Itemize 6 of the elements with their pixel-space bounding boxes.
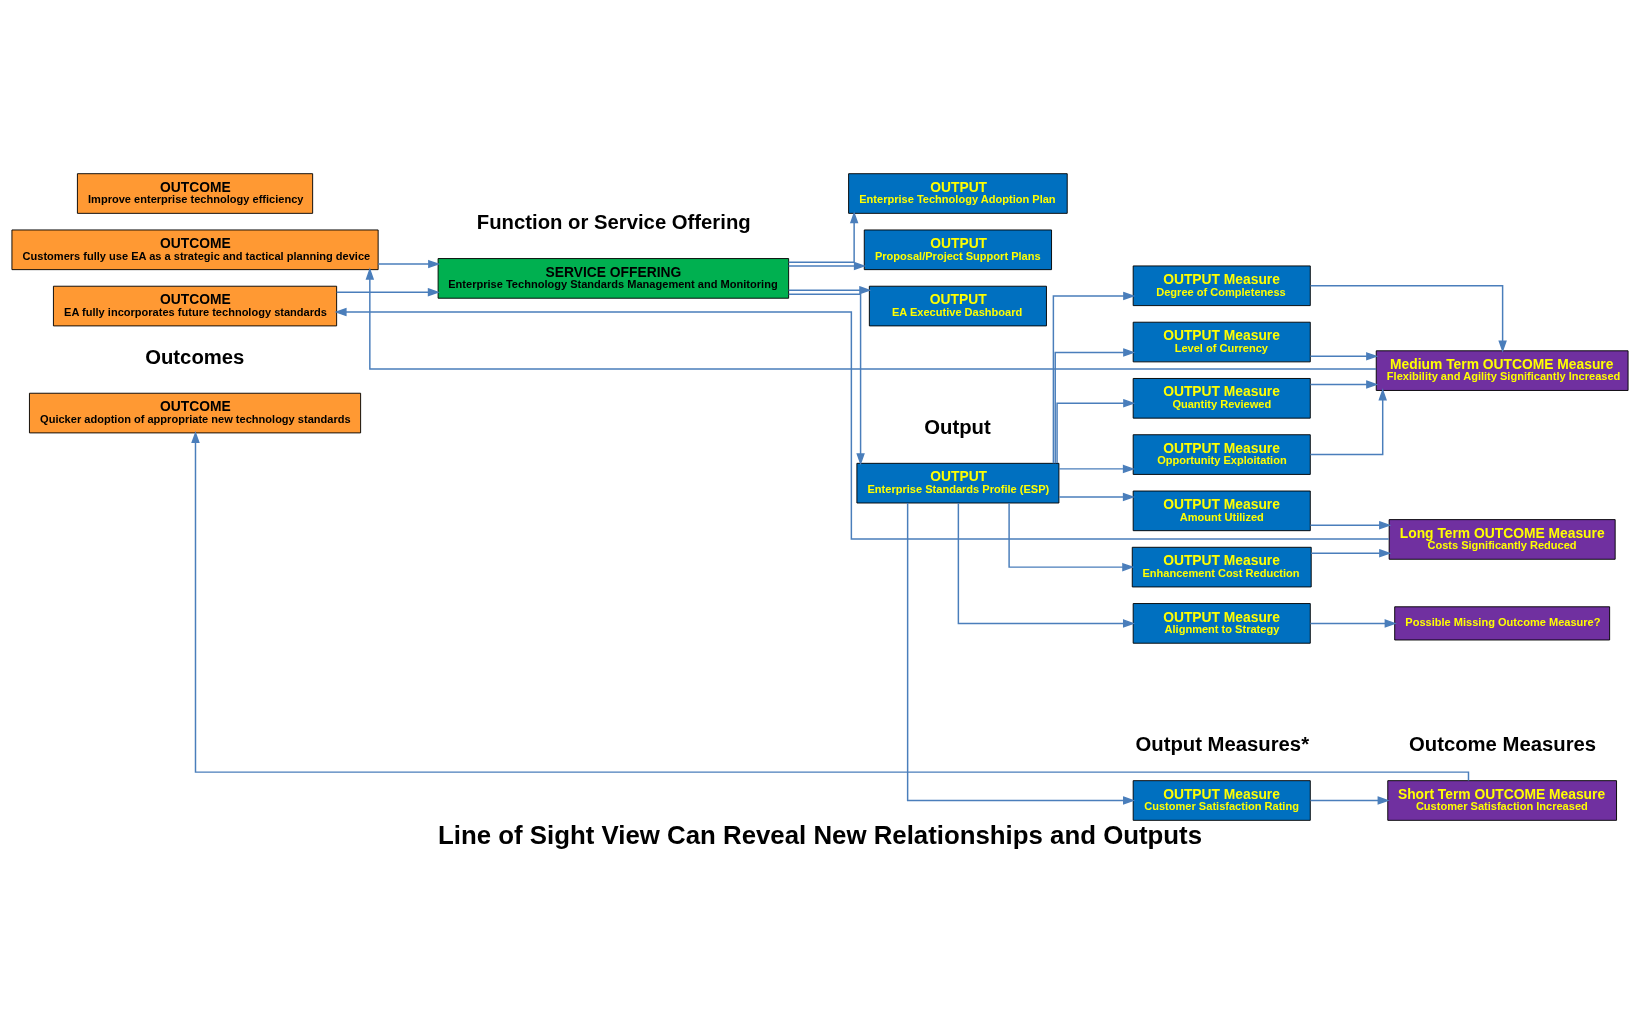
label: Function or Service Offering — [476, 211, 751, 234]
diagram-title: Line of Sight View Can Reveal New Relationships and Outputs — [438, 820, 1203, 849]
label: Outcomes — [145, 345, 245, 368]
label: Outcome Measures — [1408, 733, 1597, 756]
label: Output — [924, 415, 991, 438]
label: Output Measures* — [1135, 733, 1310, 756]
